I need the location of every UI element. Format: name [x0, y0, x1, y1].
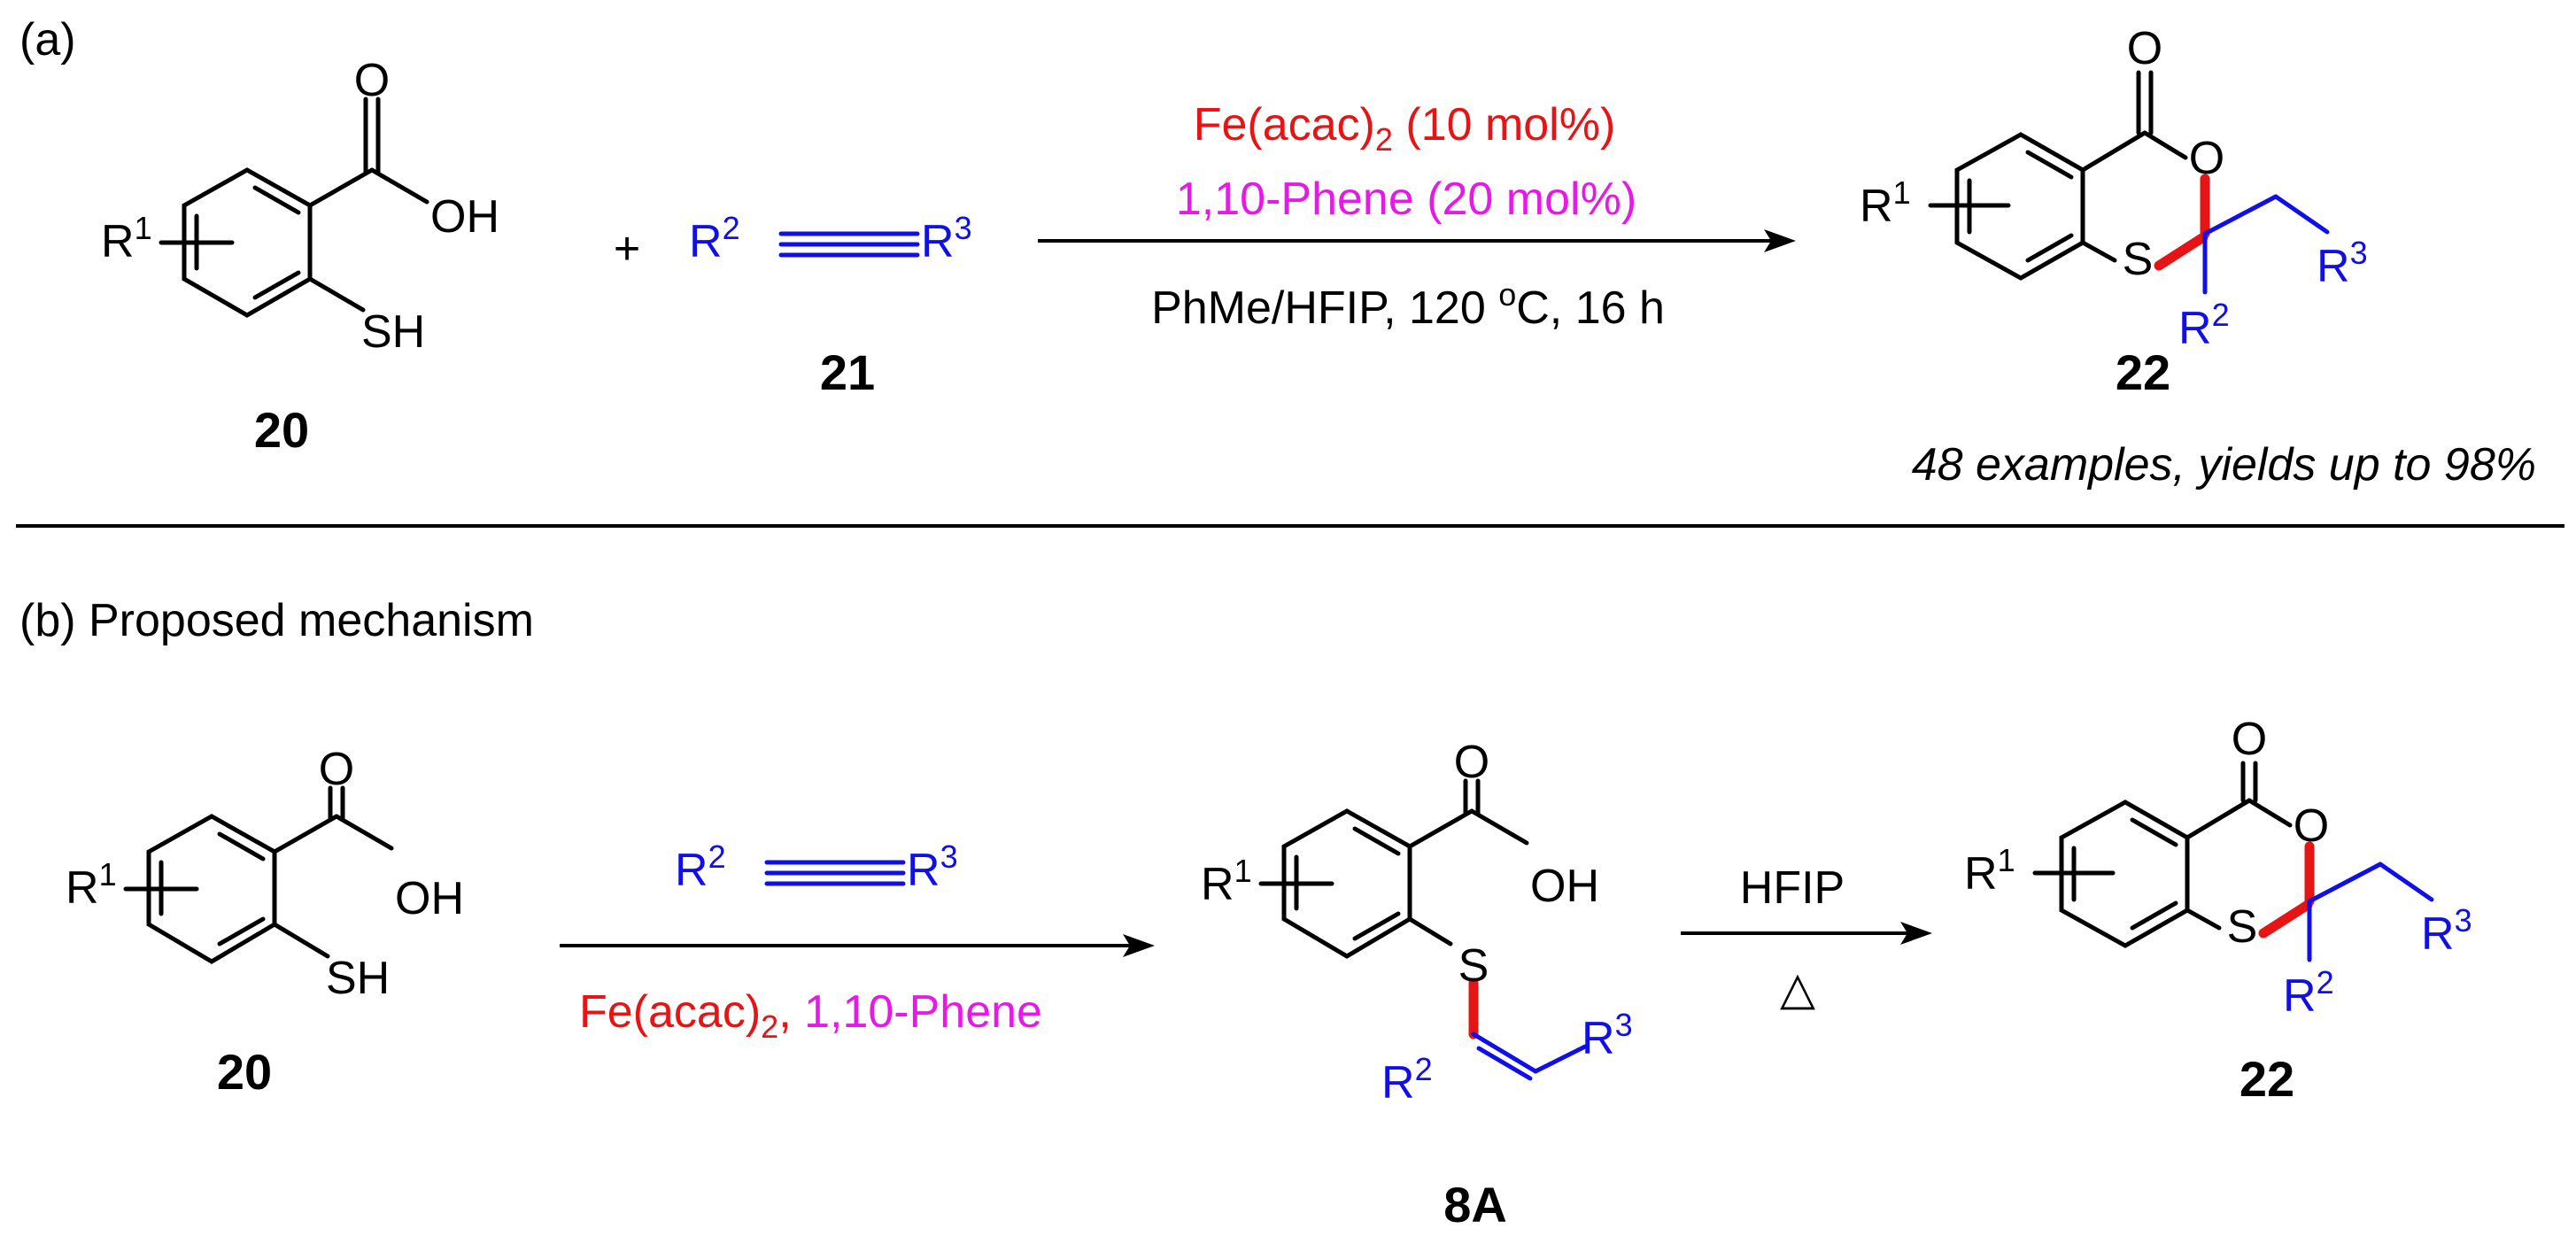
compound-20-label: 20 [254, 402, 309, 458]
thiol-group: SH [326, 953, 390, 1004]
carbonyl-oxygen: O [2232, 714, 2267, 765]
compound-21-label: 21 [820, 344, 875, 400]
step1-catalyst-label: Fe(acac)2, 1,10-Phene [579, 986, 1042, 1045]
alkyne-21-structure: R2 R3 [689, 210, 972, 267]
product-22-structure: O O S R1 R3 R2 [1964, 714, 2472, 1022]
r3-substituent: R3 [921, 210, 972, 267]
plus-sign: + [614, 223, 640, 274]
ring-sulfur: S [2227, 901, 2258, 953]
r2-substituent: R2 [689, 210, 740, 267]
compound-22-label: 22 [2239, 1051, 2294, 1107]
reaction-arrow-step1 [560, 934, 1155, 957]
compound-8A-label: 8A [1443, 1177, 1507, 1232]
compound-20-structure: O OH SH R1 [66, 744, 464, 1004]
conditions-label: PhMe/HFIP, 120 oC, 16 h [1151, 276, 1665, 334]
compound-20-label: 20 [217, 1044, 272, 1100]
compound-22-label: 22 [2116, 344, 2170, 400]
hydroxyl-group: OH [1530, 861, 1599, 912]
carbonyl-oxygen: O [354, 55, 390, 106]
alkyne-reagent: R2 R3 [675, 838, 958, 896]
ring-sulfur: S [2123, 234, 2154, 285]
r1-substituent: R1 [1964, 842, 2015, 900]
thiol-group: SH [361, 306, 425, 358]
scope-note: 48 examples, yields up to 98% [1912, 439, 2536, 491]
ring-oxygen: O [2294, 800, 2329, 852]
r2-substituent: R2 [675, 838, 726, 896]
reaction-arrow-step2 [1681, 922, 1932, 945]
ligand-label: 1,10-Phene (20 mol%) [1176, 174, 1636, 225]
product-22-structure: O O S R1 R3 R2 [1860, 23, 2368, 354]
panel-b-label: (b) Proposed mechanism [19, 595, 534, 646]
panel-a-label: (a) [19, 14, 76, 66]
r1-substituent: R1 [1201, 853, 1252, 910]
r1-substituent: R1 [1860, 174, 1911, 232]
carbonyl-oxygen: O [2127, 23, 2162, 74]
r3-substituent: R3 [907, 838, 958, 896]
r2-substituent: R2 [1381, 1051, 1433, 1109]
r3-substituent: R3 [2317, 235, 2368, 292]
heat-symbol: △ [1780, 963, 1815, 1015]
hydroxyl-group: OH [395, 873, 464, 924]
r3-substituent: R3 [2421, 902, 2472, 960]
compound-20-structure: O OH SH R1 [101, 55, 499, 358]
r1-substituent: R1 [66, 856, 117, 914]
carbonyl-oxygen: O [319, 744, 354, 795]
hydroxyl-group: OH [430, 191, 499, 243]
reaction-arrow-a [1038, 229, 1796, 252]
r2-substituent: R2 [2178, 297, 2230, 354]
ring-oxygen: O [2189, 133, 2224, 184]
thioether-sulfur: S [1458, 940, 1489, 992]
r3-substituent: R3 [1582, 1007, 1633, 1064]
r2-substituent: R2 [2283, 964, 2334, 1022]
carbonyl-oxygen: O [1454, 737, 1489, 788]
iron-catalyst-label: Fe(acac)2 (10 mol%) [1194, 99, 1616, 158]
r1-substituent: R1 [101, 210, 152, 267]
step2-solvent-label: HFIP [1740, 862, 1845, 914]
intermediate-8A-structure: O OH S R1 R3 R2 [1201, 737, 1633, 1109]
